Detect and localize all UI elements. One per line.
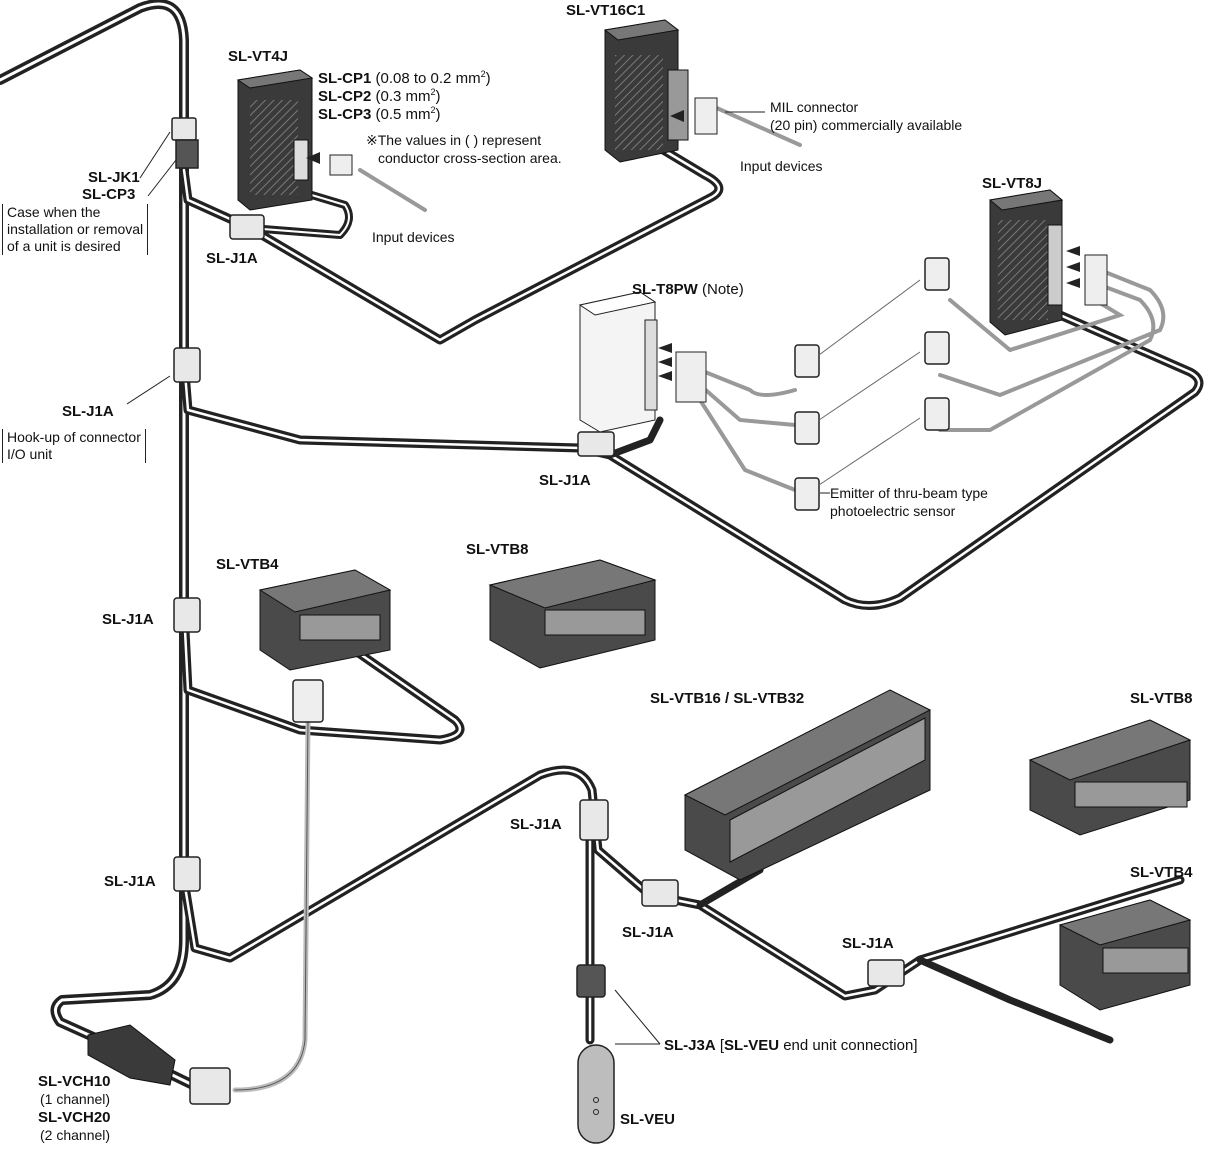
connector-j1a-trunk-3 xyxy=(174,857,200,891)
connector-j1a-right-3 xyxy=(868,960,904,986)
connector-j1a-right-2 xyxy=(642,880,678,906)
hookup-note-line-2: I/O unit xyxy=(7,446,141,463)
values-note-line-1: ※The values in ( ) represent xyxy=(366,132,541,149)
label-2-channel: (2 channel) xyxy=(40,1127,110,1144)
values-note-line-2: conductor cross-section area. xyxy=(378,150,562,167)
connector-vch-plug xyxy=(190,1068,230,1104)
emitter-2 xyxy=(795,412,819,444)
emitter-3 xyxy=(795,478,819,510)
unit-sl-vtb4-upper xyxy=(260,570,390,670)
unit-sl-vt8j xyxy=(990,190,1107,335)
case-note: Case when the installation or removal of… xyxy=(2,204,148,255)
input-devices-mid: Input devices xyxy=(372,229,455,246)
connector-sl-jk1 xyxy=(172,118,196,140)
label-sl-vch10: SL-VCH10 xyxy=(38,1073,111,1090)
sensor-vch xyxy=(293,680,323,722)
unit-sl-vtb8-upper xyxy=(490,560,655,668)
label-sl-j1a-7: SL-J1A xyxy=(622,924,674,941)
connector-sl-cp3 xyxy=(176,140,198,168)
receiver-1 xyxy=(925,258,949,290)
label-sl-vtb8-upper: SL-VTB8 xyxy=(466,541,529,558)
unit-sl-vt16c1 xyxy=(605,20,717,162)
connector-sl-j3a xyxy=(577,965,605,997)
emitter-note-line-2: photoelectric sensor xyxy=(830,503,955,520)
connector-j1a-vt4j xyxy=(230,215,264,239)
label-sl-j1a-2: SL-J1A xyxy=(62,403,114,420)
label-sl-j3a: SL-J3A [SL-VEU end unit connection] xyxy=(664,1037,918,1054)
label-sl-vtb4-upper: SL-VTB4 xyxy=(216,556,279,573)
label-sl-j1a-4: SL-J1A xyxy=(102,611,154,628)
label-sl-veu: SL-VEU xyxy=(620,1111,675,1128)
input-devices-top: Input devices xyxy=(740,158,823,175)
unit-sl-vtb4-lower xyxy=(1060,900,1190,1010)
connector-j1a-right-1 xyxy=(580,800,608,840)
unit-sl-t8pw xyxy=(580,292,706,432)
label-sl-vtb16-32: SL-VTB16 / SL-VTB32 xyxy=(650,690,804,707)
label-sl-j1a-1: SL-J1A xyxy=(206,250,258,267)
label-sl-vtb4-lower: SL-VTB4 xyxy=(1130,864,1193,881)
receiver-3 xyxy=(925,398,949,430)
label-sl-vch20: SL-VCH20 xyxy=(38,1109,111,1126)
hookup-note-line-1: Hook-up of connector xyxy=(7,429,141,446)
connector-j1a-trunk-1 xyxy=(174,348,200,382)
mil-connector-line-2: (20 pin) commercially available xyxy=(770,117,962,134)
emitter-1 xyxy=(795,345,819,377)
label-sl-j1a-5: SL-J1A xyxy=(510,816,562,833)
label-sl-vt8j: SL-VT8J xyxy=(982,175,1042,192)
unit-sl-vtb8-lower xyxy=(1030,720,1190,835)
mil-connector-line-1: MIL connector xyxy=(770,99,858,116)
label-sl-t8pw: SL-T8PW (Note) xyxy=(632,281,744,298)
label-sl-j1a-8: SL-J1A xyxy=(842,935,894,952)
unit-sl-vtb16-32 xyxy=(685,690,930,880)
label-sl-j1a-3: SL-J1A xyxy=(539,472,591,489)
label-sl-vt16c1: SL-VT16C1 xyxy=(566,2,645,19)
unit-sl-veu xyxy=(578,1045,614,1143)
connector-j1a-t8pw xyxy=(578,432,614,456)
label-sl-vtb8-lower: SL-VTB8 xyxy=(1130,690,1193,707)
beam-lines xyxy=(819,280,920,485)
label-sl-vt4j: SL-VT4J xyxy=(228,48,288,65)
case-note-line-3: of a unit is desired xyxy=(7,238,143,255)
case-note-line-1: Case when the xyxy=(7,204,143,221)
sensor-cable xyxy=(235,720,308,1090)
label-sl-cp3: SL-CP3 (0.5 mm2) xyxy=(318,106,441,123)
case-note-line-2: installation or removal xyxy=(7,221,143,238)
connector-j1a-trunk-2 xyxy=(174,598,200,632)
label-sl-j1a-6: SL-J1A xyxy=(104,873,156,890)
hookup-note: Hook-up of connector I/O unit xyxy=(2,429,146,463)
label-sl-cp1: SL-CP1 (0.08 to 0.2 mm2) xyxy=(318,70,491,87)
label-sl-jk1: SL-JK1 xyxy=(88,169,140,186)
receiver-2 xyxy=(925,332,949,364)
label-sl-cp3-left: SL-CP3 xyxy=(82,186,135,203)
emitter-note-line-1: Emitter of thru-beam type xyxy=(830,485,988,502)
label-1-channel: (1 channel) xyxy=(40,1091,110,1108)
label-sl-cp2: SL-CP2 (0.3 mm2) xyxy=(318,88,441,105)
